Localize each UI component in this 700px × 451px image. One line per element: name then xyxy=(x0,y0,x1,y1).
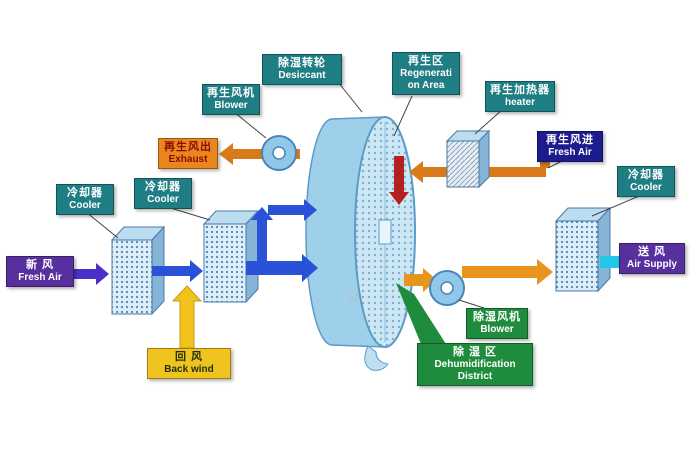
label-regen-heater: 再生加热器 heater xyxy=(485,81,555,113)
label-back-wind-en: Back wind xyxy=(164,364,214,376)
cooler-box-right xyxy=(554,206,612,293)
label-regen-fresh-air: 再生风进 Fresh Air xyxy=(537,131,603,163)
label-back-wind-zh: 回 风 xyxy=(174,351,204,363)
label-fresh-air-en: Fresh Air xyxy=(18,272,62,284)
label-dehumid-district-zh: 除 湿 区 xyxy=(452,346,498,358)
watermark-text: xt xyxy=(347,290,360,305)
label-cooler-right-zh: 冷却器 xyxy=(628,169,664,181)
rotary-wheel xyxy=(305,116,416,348)
label-dehumid-blower-en: Blower xyxy=(480,324,514,336)
label-exhaust: 再生风出 Exhaust xyxy=(158,138,218,170)
label-desiccant: 除湿转轮 Desiccant xyxy=(262,54,342,86)
wheel-hub xyxy=(378,219,392,245)
label-regen-blower-en: Blower xyxy=(214,100,248,112)
process-arrow-upper-right xyxy=(268,199,317,221)
label-dehumid-blower-zh: 除湿风机 xyxy=(473,311,521,323)
label-exhaust-en: Exhaust xyxy=(168,154,208,166)
regen-heater-box xyxy=(445,129,491,189)
dehumid-zone-pointer xyxy=(396,283,446,344)
label-dehumid-district-en2: District xyxy=(457,371,493,383)
label-fresh-air-zh: 新 风 xyxy=(25,259,55,271)
label-regen-area-en2: on Area xyxy=(407,80,445,92)
label-regen-fresh-air-zh: 再生风进 xyxy=(546,134,594,146)
regen-blower-fan xyxy=(261,135,297,171)
label-air-supply: 送 风 Air Supply xyxy=(619,243,685,275)
curl-icon xyxy=(364,345,389,371)
label-connectors xyxy=(85,81,645,309)
label-cooler-left1-en: Cooler xyxy=(69,200,101,212)
label-cooler-left1: 冷却器 Cooler xyxy=(56,184,114,216)
label-regen-blower-zh: 再生风机 xyxy=(207,87,255,99)
label-regen-fresh-air-en: Fresh Air xyxy=(548,147,592,159)
label-regeneration-area: 再生区 Regenerati on Area xyxy=(392,52,460,96)
label-cooler-left2: 冷却器 Cooler xyxy=(134,178,192,210)
process-arrow-up xyxy=(251,207,273,262)
process-arrow-1 xyxy=(152,260,203,282)
label-back-wind: 回 风 Back wind xyxy=(147,348,231,380)
label-cooler-left2-zh: 冷却器 xyxy=(145,181,181,193)
label-regen-blower: 再生风机 Blower xyxy=(202,84,260,116)
label-dehumid-district: 除 湿 区 Dehumidification District xyxy=(417,343,533,387)
label-air-supply-zh: 送 风 xyxy=(637,246,667,258)
wheel-regen-arrow xyxy=(389,156,409,205)
label-regen-area-zh: 再生区 xyxy=(408,55,444,67)
label-exhaust-zh: 再生风出 xyxy=(164,141,212,153)
regen-inlet-elbow xyxy=(540,158,550,168)
blower-to-cooler-arrow xyxy=(462,259,553,285)
wheel-outlet-arrow xyxy=(404,268,437,292)
label-desiccant-en: Desiccant xyxy=(278,70,326,82)
label-cooler-left2-en: Cooler xyxy=(147,194,179,206)
label-regen-heater-en: heater xyxy=(504,97,535,109)
exhaust-arrow xyxy=(219,143,300,165)
label-cooler-left1-zh: 冷却器 xyxy=(67,187,103,199)
label-fresh-air: 新 风 Fresh Air xyxy=(6,256,74,288)
label-dehumid-blower: 除湿风机 Blower xyxy=(466,308,528,340)
fresh-air-arrow xyxy=(70,263,109,285)
label-desiccant-zh: 除湿转轮 xyxy=(278,57,326,69)
label-air-supply-en: Air Supply xyxy=(626,259,677,271)
label-cooler-right-en: Cooler xyxy=(630,182,662,194)
return-air-arrow xyxy=(171,285,203,349)
label-dehumid-district-en1: Dehumidification xyxy=(434,359,516,371)
label-cooler-right: 冷却器 Cooler xyxy=(617,166,675,198)
label-regen-heater-zh: 再生加热器 xyxy=(490,84,550,96)
dehumid-blower-fan xyxy=(429,270,465,306)
label-regen-area-en1: Regenerati xyxy=(400,68,452,80)
cooler-box-left2 xyxy=(202,209,260,304)
